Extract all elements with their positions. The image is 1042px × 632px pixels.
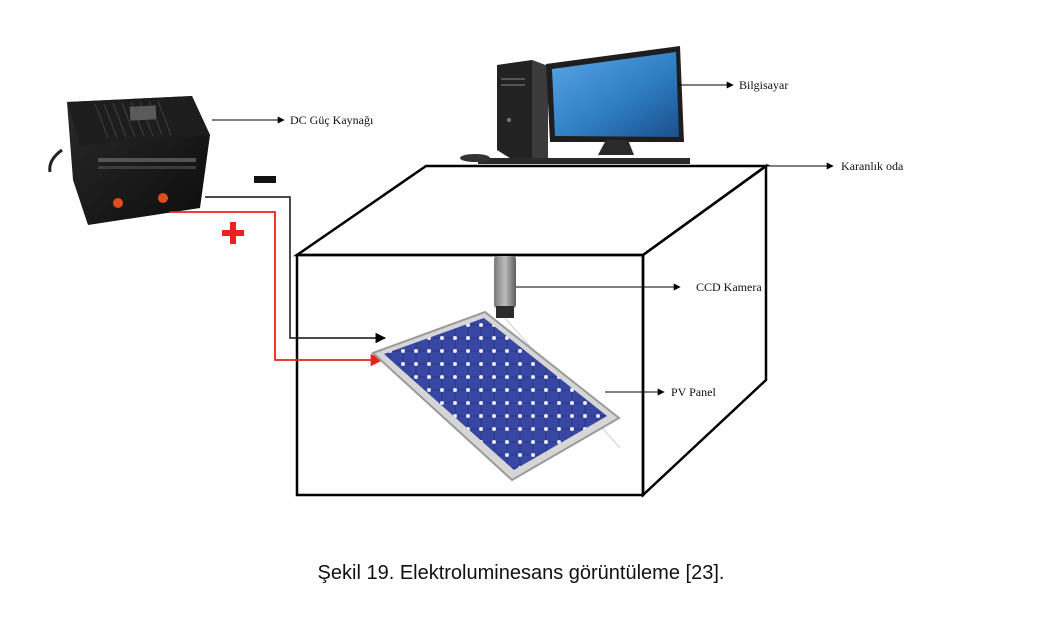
computer-label: Bilgisayar bbox=[739, 78, 788, 92]
camera-label: CCD Kamera bbox=[696, 280, 762, 294]
dc-power-supply-icon bbox=[48, 96, 210, 225]
positive-sign-text: + bbox=[233, 220, 234, 222]
positive-wire bbox=[170, 211, 384, 367]
negative-sign-text: − bbox=[265, 174, 266, 176]
pv-panel-icon bbox=[371, 310, 621, 482]
computer-icon bbox=[460, 46, 690, 164]
negative-wire bbox=[205, 196, 387, 344]
figure-caption: Şekil 19. Elektroluminesans görüntüleme … bbox=[317, 562, 725, 584]
negative-sign-icon bbox=[254, 176, 276, 183]
positive-sign-icon bbox=[222, 222, 244, 244]
dark-room-label: Karanlık oda bbox=[841, 159, 904, 173]
power-supply-label: DC Güç Kaynağı bbox=[290, 113, 374, 127]
pv-panel-label: PV Panel bbox=[671, 385, 716, 399]
